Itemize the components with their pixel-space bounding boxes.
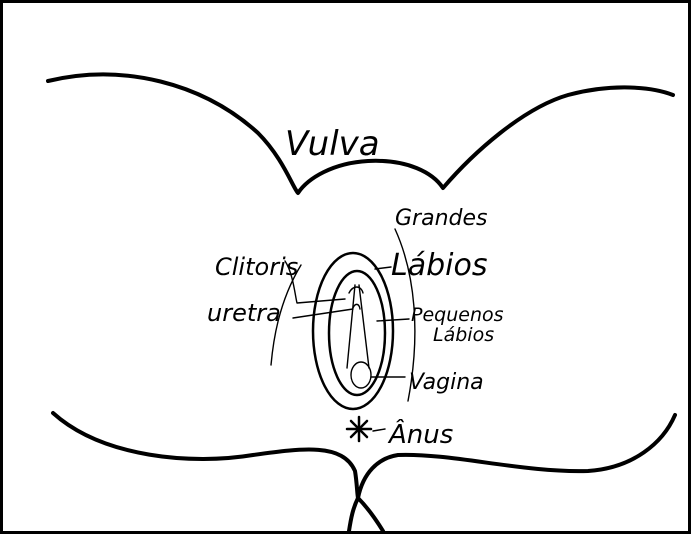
pequenos-leader <box>376 318 410 322</box>
gluteal-cleft-right <box>356 496 385 533</box>
vestibule-line-right <box>358 284 370 369</box>
anus-icon <box>345 415 373 443</box>
uretra-leader <box>292 308 354 319</box>
label-pequenos: Pequenos <box>411 304 504 326</box>
label-clitoris: Clitoris <box>215 253 298 281</box>
clitoris-mark <box>348 286 364 294</box>
label-vagina: Vagina <box>409 370 484 395</box>
uretra-arc-left <box>270 264 302 366</box>
title-vulva: Vulva <box>285 124 380 164</box>
vestibule-line-left <box>346 284 356 369</box>
labia-minora <box>327 269 387 397</box>
urethra-mark <box>352 303 361 310</box>
label-uretra: uretra <box>207 299 281 327</box>
anus-leader <box>372 428 386 432</box>
label-grandes: Grandes <box>395 206 487 231</box>
vulva-diagram-svg: Vulva Grandes Lábios Clitoris uretra Peq… <box>46 72 677 533</box>
labia-majora-outer <box>311 251 395 411</box>
label-labios-minora: Lábios <box>433 324 494 346</box>
grandes-arc <box>394 228 416 402</box>
label-anus: Ânus <box>387 418 453 450</box>
upper-body-outline <box>46 72 675 195</box>
label-labios-majora: Lábios <box>391 248 487 283</box>
vaginal-opening <box>350 361 372 389</box>
labios-leader <box>374 266 392 270</box>
clitoris-leader <box>284 260 346 304</box>
gluteal-cleft <box>347 496 360 533</box>
